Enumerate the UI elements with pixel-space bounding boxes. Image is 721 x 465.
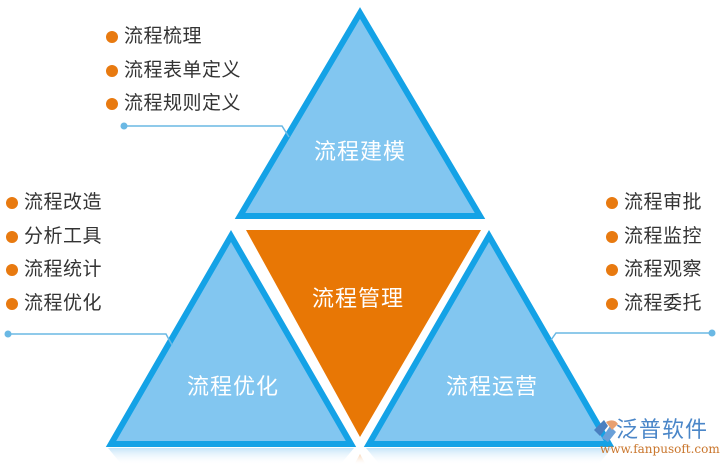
list-item: 流程优化 (6, 287, 102, 321)
list-right: 流程审批 流程监控 流程观察 流程委托 (606, 186, 702, 320)
triangle-top-label: 流程建模 (313, 140, 407, 165)
bullet-icon (606, 197, 618, 209)
list-item: 流程改造 (6, 186, 102, 220)
triangle-left-label: 流程优化 (186, 375, 280, 400)
list-left: 流程改造 分析工具 流程统计 流程优化 (6, 186, 102, 320)
connector-left (4, 330, 173, 346)
list-item: 流程统计 (6, 253, 102, 287)
bullet-icon (106, 98, 118, 110)
triangle-left (105, 229, 357, 447)
list-item: 流程审批 (606, 186, 702, 220)
brand-logo: 泛普软件 www.fanpusoft.com (590, 412, 720, 462)
triangle-center (246, 230, 481, 437)
logo-url: www.fanpusoft.com (600, 442, 720, 456)
bullet-icon (6, 197, 18, 209)
logo-name: 泛普软件 (616, 418, 709, 443)
list-item: 流程监控 (606, 220, 702, 254)
bullet-icon (6, 264, 18, 276)
bullet-icon (106, 64, 118, 77)
list-item: 流程规则定义 (106, 87, 241, 121)
triangle-right (363, 229, 615, 447)
list-item: 流程观察 (606, 253, 702, 287)
logo-icon (594, 420, 618, 442)
bullet-icon (606, 230, 618, 243)
connector-top (120, 122, 290, 138)
triangle-top (234, 7, 486, 219)
reflection (108, 448, 612, 465)
list-item: 流程委托 (606, 287, 702, 321)
bullet-icon (6, 297, 18, 310)
bullet-icon (606, 264, 618, 276)
list-top: 流程梳理 流程表单定义 流程规则定义 (106, 20, 241, 121)
connector-right (550, 329, 716, 341)
triangle-center-label: 流程管理 (311, 287, 405, 312)
list-item: 分析工具 (6, 220, 102, 254)
list-item: 流程梳理 (106, 20, 241, 54)
bullet-icon (106, 31, 118, 43)
list-item: 流程表单定义 (106, 54, 241, 88)
triangle-right-label: 流程运营 (445, 375, 539, 400)
bullet-icon (6, 230, 18, 243)
bullet-icon (606, 297, 618, 310)
